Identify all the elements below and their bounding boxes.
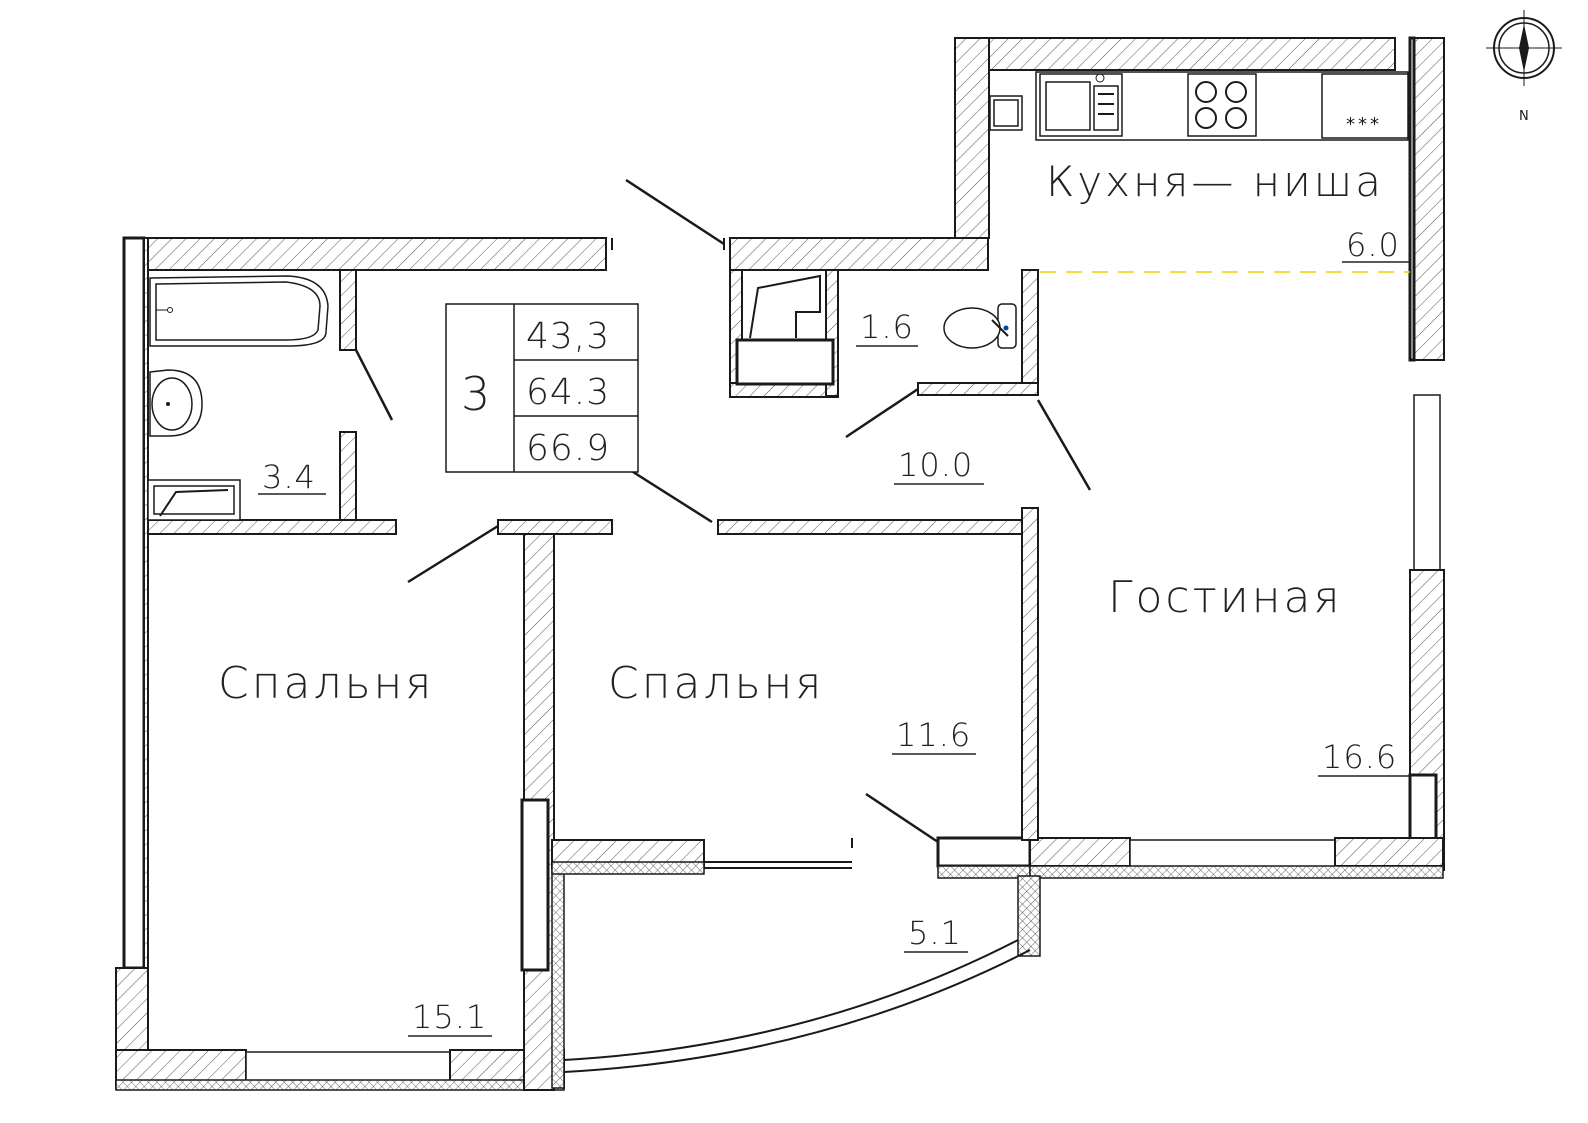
wall-toilet-top (729, 237, 989, 271)
wall-toilet-right (1021, 269, 1039, 391)
living-label: Гостиная (1108, 572, 1343, 623)
washer-icon (147, 479, 241, 521)
balcony-rail (563, 949, 1031, 1073)
living-area-value: 43,3 (526, 316, 610, 357)
wall-bottom-insulation (115, 1079, 565, 1091)
wall-bedroom-top (497, 519, 613, 535)
column-right-bottom (1408, 773, 1438, 842)
living-area: 16.6 (1322, 738, 1397, 776)
kitchen-area: 6.0 (1346, 226, 1400, 264)
hall-area: 10.0 (898, 446, 973, 484)
bedroom-left-area: 15.1 (412, 998, 487, 1036)
wall-middle-bottom-ins (551, 861, 705, 875)
bedroom-middle-label: Спальня (608, 658, 824, 709)
compass-label: N (1519, 109, 1529, 124)
wall-bath-bottom (147, 519, 397, 535)
balcony-area: 5.1 (908, 914, 962, 952)
wall-top-left (127, 237, 607, 271)
middle-balcony-door (865, 792, 939, 844)
wall-living-bottom-2 (1334, 837, 1444, 867)
stove-marks: *** (1346, 114, 1382, 135)
wall-living-bottom-ins (1029, 865, 1444, 879)
toilet-icon (943, 303, 1017, 349)
bathroom-door (354, 349, 394, 421)
column-right-top (1408, 36, 1416, 362)
wall-bath-right-1 (339, 269, 357, 351)
entrance-door (625, 178, 725, 246)
cooktop-icon (1187, 73, 1257, 137)
kitchen-label: Кухня— ниша (1046, 157, 1384, 206)
kitchen-sink-icon (1039, 73, 1123, 137)
wall-bedroom-top-2 (717, 519, 1033, 535)
fridge-icon (989, 95, 1023, 131)
bathtub-icon (149, 275, 329, 347)
balcony-rail-inner (563, 939, 1019, 1061)
balcony-right-post (1017, 875, 1041, 957)
wall-bath-right-2 (339, 431, 357, 523)
bedroom-left-door (407, 524, 499, 584)
wall-left-column (122, 236, 146, 970)
wall-living-bottom-1 (1029, 837, 1131, 867)
wall-left (143, 237, 149, 969)
wall-toilet-bottom (917, 382, 1039, 396)
bathroom-area: 3.4 (262, 458, 316, 496)
room-count: 3 (461, 367, 491, 421)
toilet-area: 1.6 (860, 308, 914, 346)
living-door (1036, 399, 1092, 491)
niche-cabinet (735, 338, 835, 386)
bedroom-left-label: Спальня (218, 658, 434, 709)
area-summary-table (445, 303, 639, 473)
balcony-left-insulation (551, 861, 565, 1089)
total-area-value: 64.3 (526, 372, 610, 413)
column-living-bottom-ins (937, 865, 1031, 879)
column-bedroom (520, 798, 550, 972)
oven-icon: *** (1321, 73, 1409, 139)
wall-middle-living (1021, 507, 1039, 841)
compass-icon (1486, 10, 1562, 86)
column-living-bottom (936, 836, 1032, 868)
wall-kitchen-left (954, 37, 990, 239)
niche-shelf (749, 274, 821, 339)
living-window (1413, 394, 1441, 571)
wall-kitchen-top (954, 37, 1396, 71)
bedroom-middle-door (629, 468, 713, 524)
toilet-door (845, 387, 919, 439)
balcony-total-value: 66.9 (526, 428, 610, 469)
sink-icon (149, 369, 203, 437)
bedroom-middle-area: 11.6 (896, 716, 971, 754)
